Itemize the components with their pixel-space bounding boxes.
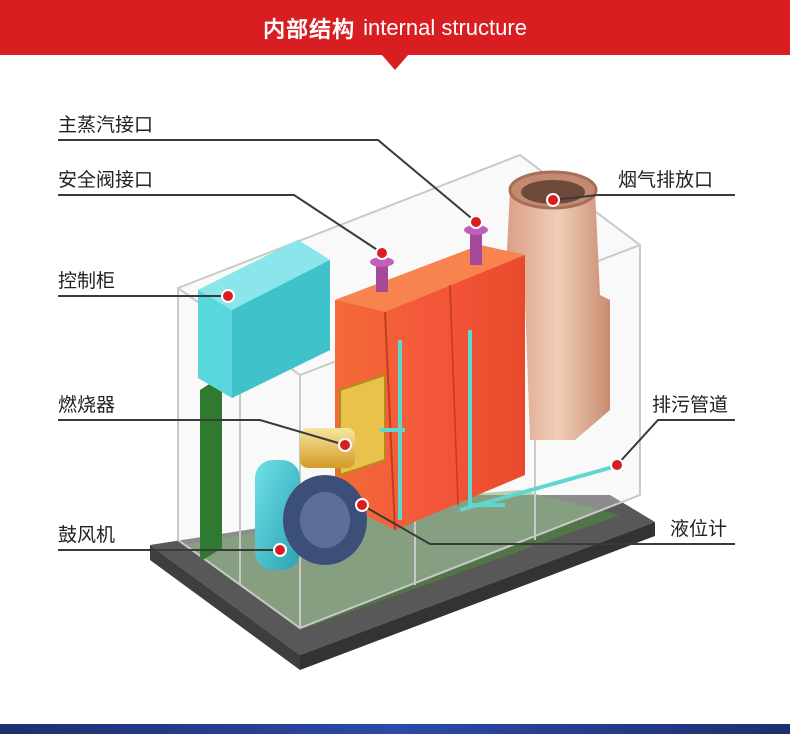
pipes — [380, 330, 621, 520]
frame-stripe — [200, 376, 222, 562]
label-drain-pipe: 排污管道 — [652, 394, 729, 416]
base-platform-side — [300, 522, 655, 670]
blower — [255, 460, 367, 570]
label-blower: 鼓风机 — [58, 524, 116, 546]
header-title-en: internal structure — [363, 14, 527, 40]
base-platform-front — [150, 545, 300, 670]
label-flue-gas-outlet: 烟气排放口 — [618, 169, 714, 191]
bottom-bar — [0, 724, 790, 734]
marker-dots — [221, 193, 624, 557]
header-title-cn: 内部结构 — [263, 17, 356, 43]
leader-lines — [58, 139, 735, 551]
label-level-gauge: 液位计 — [670, 518, 728, 540]
label-safety-valve-port: 安全阀接口 — [58, 169, 154, 191]
burner-cylinder — [300, 428, 355, 468]
label-burner: 燃烧器 — [58, 394, 116, 416]
chimney — [505, 170, 610, 440]
steam-nozzles — [370, 225, 488, 292]
base-green-floor — [185, 490, 620, 630]
header-banner: 内部结构 internal structure — [0, 0, 790, 55]
header-notch — [381, 54, 409, 70]
label-main-steam-port: 主蒸汽接口 — [58, 114, 154, 136]
label-control-cabinet: 控制柜 — [58, 270, 116, 292]
